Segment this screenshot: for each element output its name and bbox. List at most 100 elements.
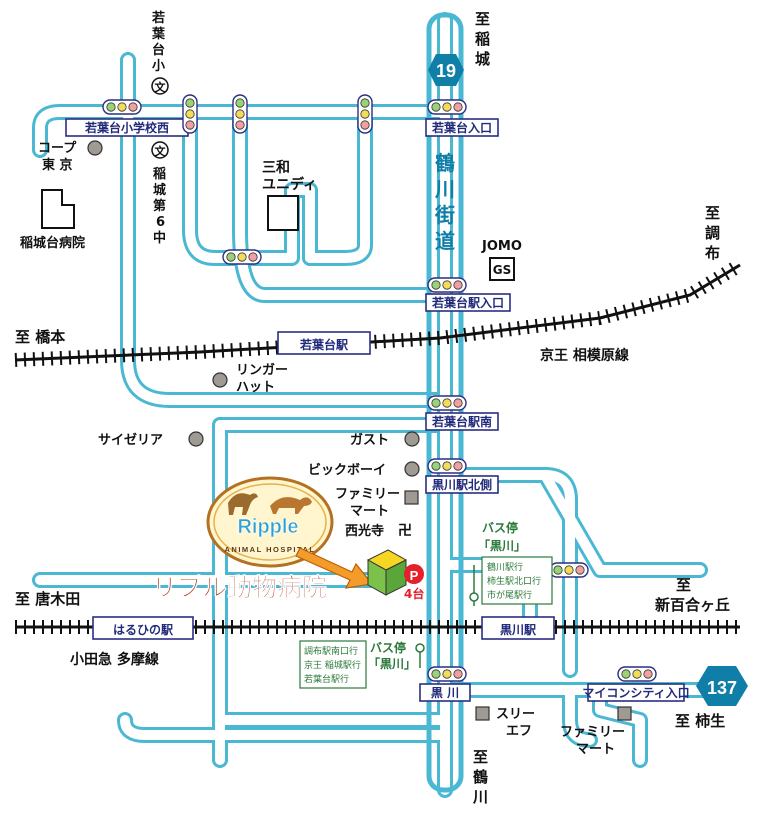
traffic-light-icon	[222, 249, 262, 265]
parking-icon: P	[404, 564, 424, 584]
gusto: ガスト	[350, 431, 420, 448]
station-wakabadai: 若葉台駅	[277, 331, 371, 355]
parking-count: 4台	[404, 586, 424, 601]
bus-stop-name: 「黒川」	[368, 656, 416, 671]
intersection-kurokawa: 黒 川	[419, 683, 471, 702]
school-symbol: 文	[155, 80, 167, 94]
bus-route: 京王 稲城駅行	[304, 659, 361, 671]
inagidai-hospital: 稲城台病院	[20, 189, 85, 251]
direction-inagi-char: 稲	[475, 30, 490, 48]
landmark-char: 若	[151, 10, 165, 26]
road-char: 道	[435, 229, 455, 253]
bus-stop-name: 「黒川」	[478, 538, 526, 553]
school-icon	[151, 77, 169, 95]
jomo-label: JOMO	[481, 239, 522, 254]
intersection-wakabadai-iriguchi-label: 若葉台入口	[431, 120, 492, 135]
direction-inagi-char: 城	[475, 50, 490, 68]
landmark-char: 稲	[153, 166, 166, 182]
ringer-hut-label: リンガー	[236, 363, 288, 378]
bus-route: 鶴川駅行	[487, 561, 523, 573]
ringer-hut: リンガー ハット	[212, 363, 288, 395]
traffic-light-icon	[232, 94, 248, 134]
big-boy-label: ビックボーイ	[308, 462, 386, 478]
direction-tsurukawa-char: 鶴	[473, 768, 488, 786]
building-icon	[267, 195, 299, 231]
traffic-light-icon	[427, 99, 467, 115]
arrow-icon	[295, 547, 374, 589]
temple-icon: 卍	[398, 523, 412, 539]
landmark-dot-icon	[404, 461, 420, 477]
intersection-kurokawa-eki-kitagawa: 黒川駅北側	[425, 475, 499, 494]
sanwa-unidy-label: ユニディ	[262, 176, 317, 193]
route137-label: 137	[707, 678, 737, 698]
direction-chofu: 至 調 布	[705, 204, 720, 262]
saikoji-label: 西光寺	[345, 523, 384, 539]
landmark-dot-icon	[188, 431, 204, 447]
odakyu-line-label: 小田急 多摩線	[70, 651, 159, 668]
clinic-name: リプル動物病院	[152, 573, 327, 602]
bus-stop-icon	[469, 592, 479, 602]
logo-text: Ripple	[237, 516, 298, 538]
familymart-1: ファミリー マート	[335, 487, 419, 519]
traffic-light-icon	[427, 277, 467, 293]
gs-label: GS	[493, 263, 512, 277]
station-harunohi-label: はるひの駅	[113, 623, 174, 637]
traffic-light-icon	[617, 666, 657, 682]
intersection-wakabadai-sho-nishi: 若葉台小学校西	[65, 118, 189, 137]
coop-label: 東 京	[42, 157, 73, 173]
route137-badge: 137	[696, 666, 748, 706]
logo-subtext: ANIMAL HOSPITAL	[225, 545, 316, 554]
traffic-light-icon	[427, 395, 467, 411]
familymart-2: ファミリー マート	[560, 706, 632, 757]
familymart-label: マート	[576, 742, 615, 757]
three-f-label: スリー	[496, 707, 535, 722]
familymart-label: ファミリー	[335, 487, 400, 502]
three-f-label: エフ	[506, 724, 532, 739]
direction-tsurukawa-char: 川	[472, 788, 488, 806]
familymart-label: ファミリー	[560, 725, 625, 740]
school-icon	[151, 141, 169, 159]
gusto-label: ガスト	[350, 433, 389, 448]
inagi-6th-jhs: 文 稲 城 第 6 中	[151, 141, 169, 246]
saizeriya-label: サイゼリア	[98, 432, 163, 448]
bus-route: 調布駅南口行	[304, 645, 358, 657]
ripple-logo: Ripple ANIMAL HOSPITAL	[206, 476, 334, 568]
direction-chofu-char: 布	[705, 244, 720, 262]
sanwa-unidy: 三和 ユニディ	[262, 160, 317, 231]
landmark-char: 第	[153, 198, 166, 214]
intersection-kurokawa-label: 黒 川	[431, 686, 459, 700]
landmark-dot-icon	[404, 431, 420, 447]
landmark-square-icon	[404, 490, 419, 505]
sanwa-unidy-label: 三和	[262, 160, 290, 176]
wakabadai-elementary: 若 葉 台 小 文	[151, 10, 169, 95]
school-symbol: 文	[155, 144, 167, 158]
road-char: 街	[434, 203, 455, 227]
landmark-char: 城	[153, 182, 166, 198]
bus-routes-box	[481, 556, 553, 605]
intersection-wakabadai-eki-minami: 若葉台駅南	[425, 412, 499, 431]
direction-chofu-char: 調	[705, 224, 720, 242]
bus-route: 市が尾駅行	[487, 589, 532, 601]
intersection-wakabadai-eki-minami-label: 若葉台駅南	[431, 414, 492, 429]
route19-label: 19	[436, 61, 456, 81]
dogs-icon	[228, 493, 312, 515]
station-harunohi: はるひの駅	[92, 616, 194, 640]
clinic-building-icon	[366, 549, 408, 596]
station-kurokawa-label: 黒川駅	[500, 623, 537, 637]
intersection-kurokawa-eki-kitagawa-label: 黒川駅北側	[432, 477, 492, 492]
direction-inagi: 至 稲 城	[475, 10, 490, 68]
traffic-light-icon	[427, 666, 467, 682]
direction-shinyurigaoka: 新百合ヶ丘	[655, 596, 730, 614]
tsurukawa-kaido-label: 鶴 川 街 道	[434, 151, 455, 253]
bus-stop-north: バス停 「黒川」 鶴川駅行 柿生駅北口行 市が尾駅行	[469, 520, 553, 606]
bus-stop-title: バス停	[482, 520, 518, 535]
gas-station-icon	[489, 257, 515, 281]
traffic-light-icon	[427, 458, 467, 474]
parking-symbol: P	[410, 568, 419, 583]
bus-route: 若葉台駅行	[304, 673, 349, 685]
station-kurokawa: 黒川駅	[481, 616, 555, 640]
direction-hashimoto: 至 橋本	[15, 328, 65, 346]
road-char: 川	[434, 177, 455, 201]
landmark-char: 小	[152, 59, 165, 74]
